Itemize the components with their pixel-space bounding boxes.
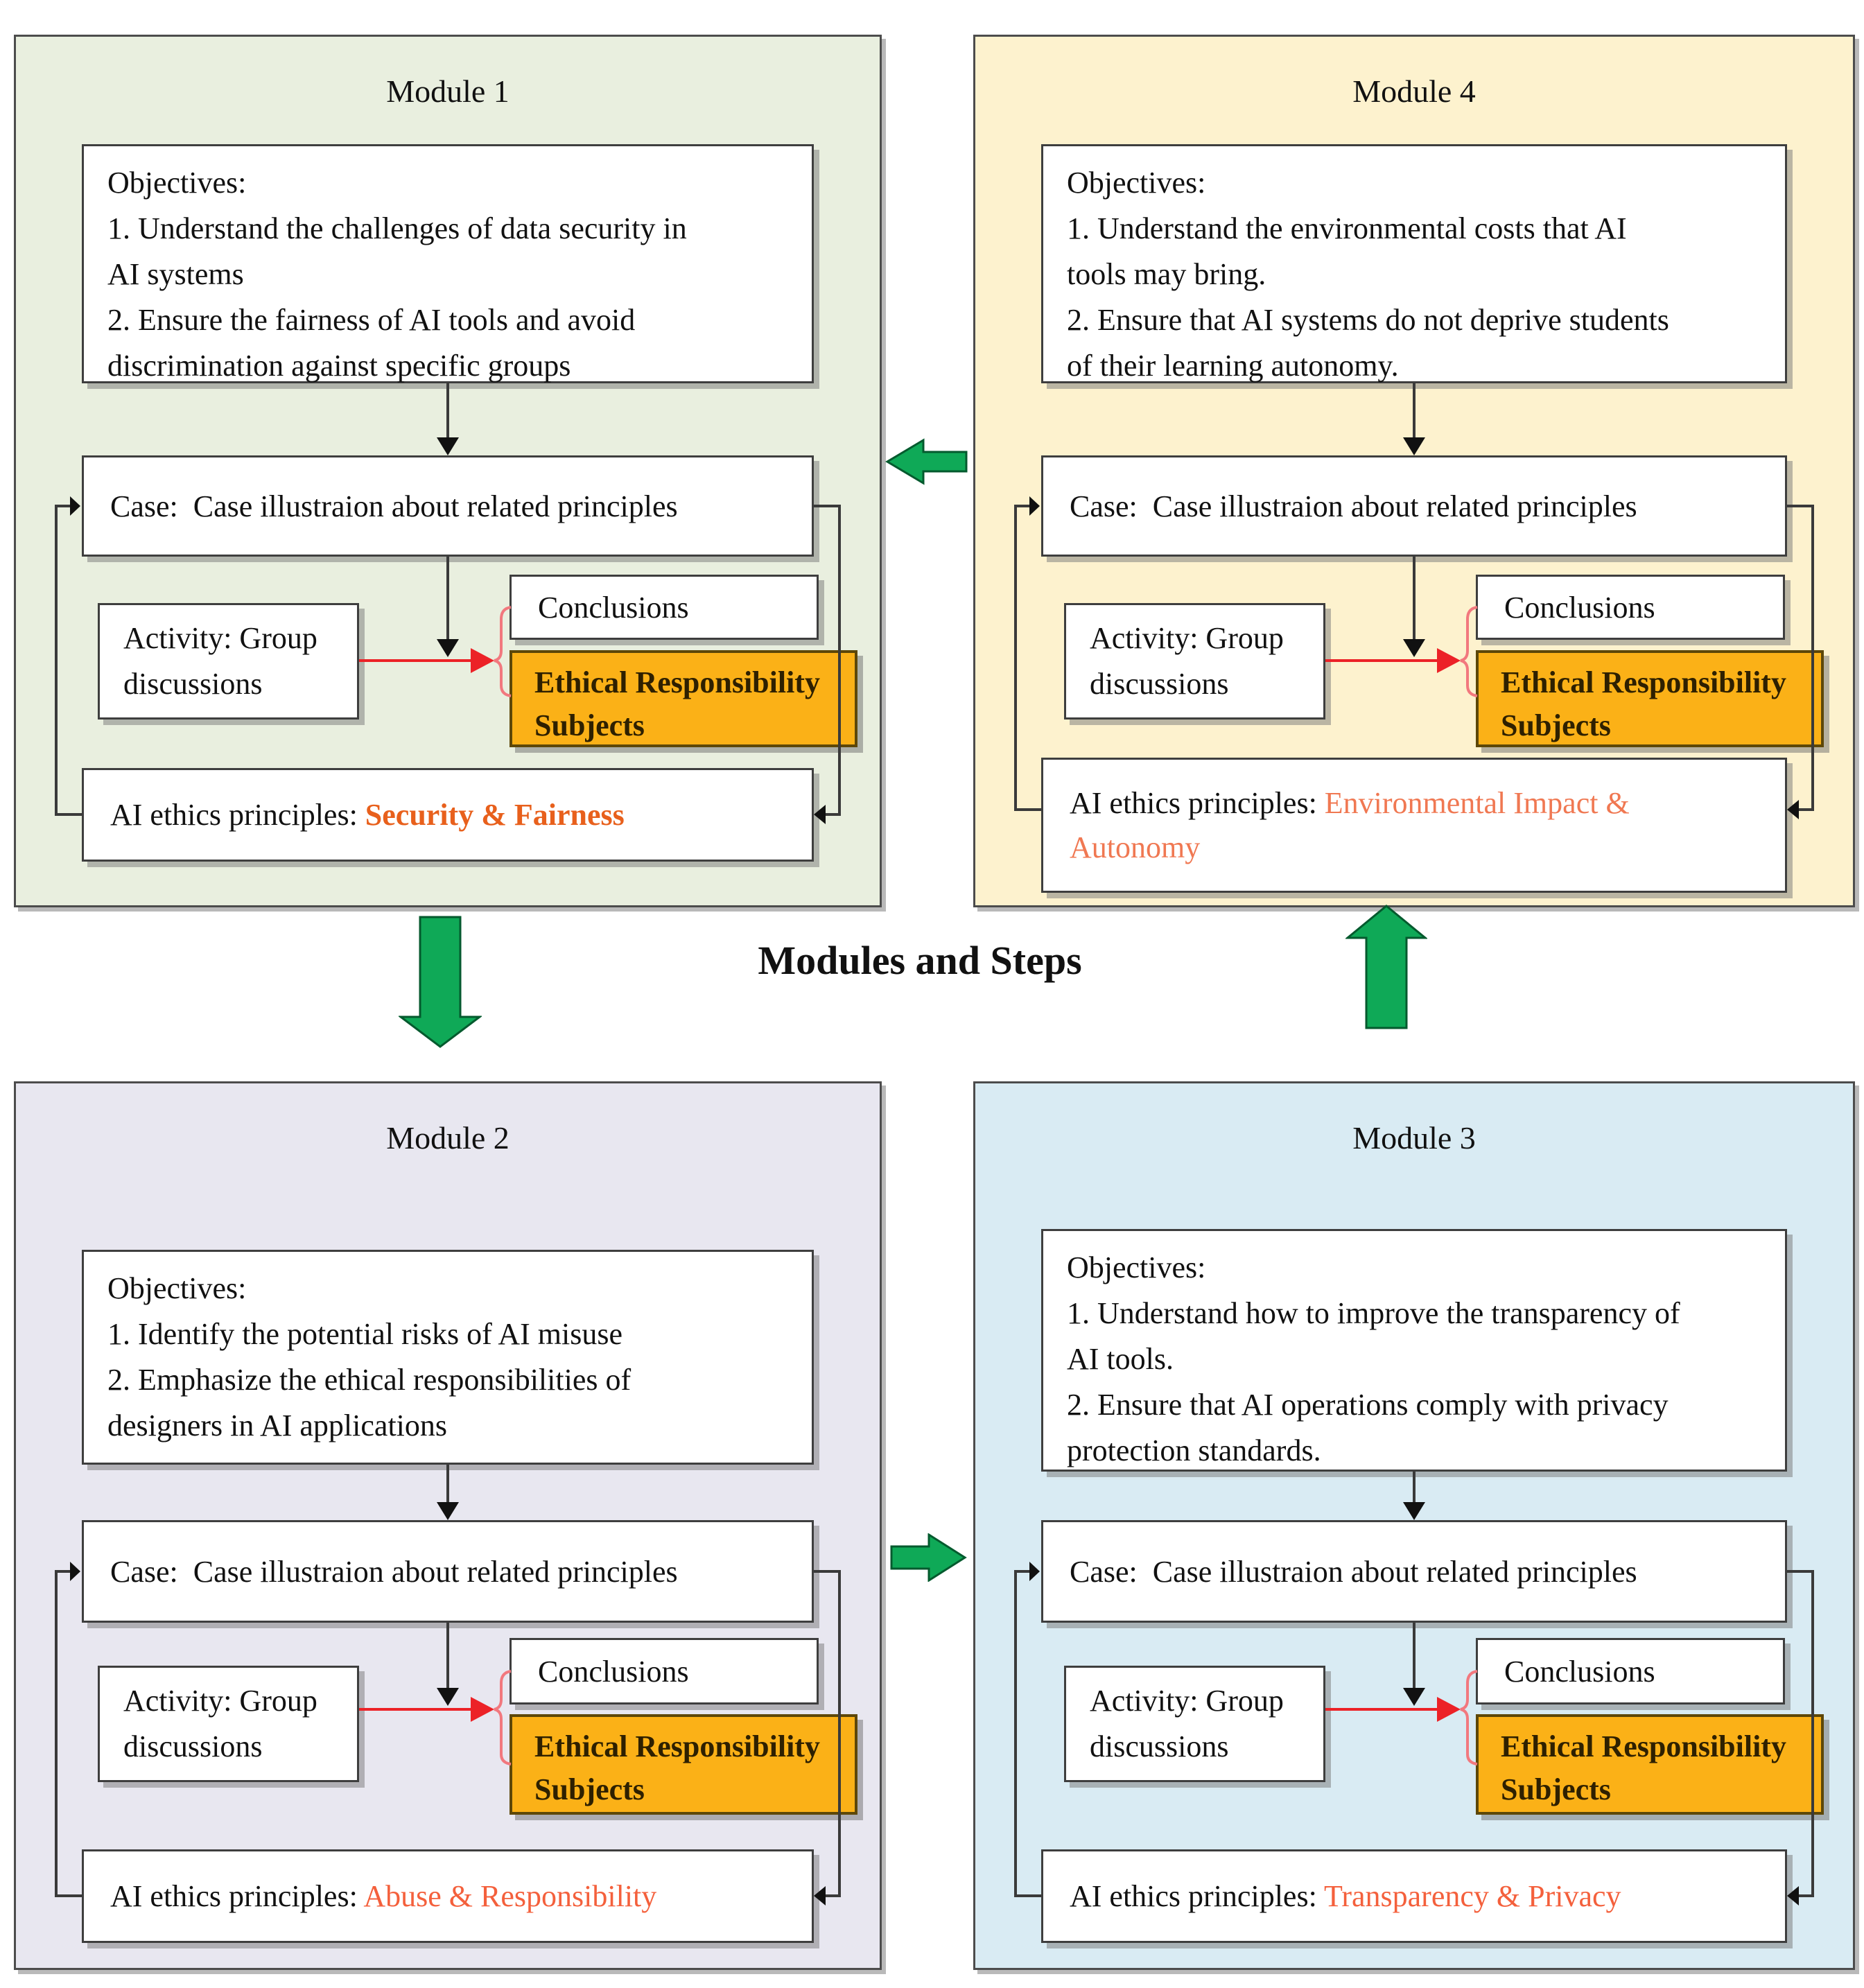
red-brace-icon <box>1460 606 1478 697</box>
module-3-principle: Transparency & Privacy <box>1324 1878 1621 1913</box>
module-2-principle: Abuse & Responsibility <box>363 1878 657 1913</box>
module-4-objectives-box: Objectives: 1. Understand the environmen… <box>1041 144 1787 383</box>
feedback-loop-left-icon <box>55 1562 82 1897</box>
module-4-principles-box: AI ethics principles: Environmental Impa… <box>1041 758 1787 893</box>
module-3-activity-box: Activity: Group discussions <box>1064 1666 1325 1782</box>
feedback-loop-left-icon <box>1014 1562 1041 1897</box>
principles-prefix: AI ethics principles: <box>110 797 365 832</box>
activity-red-arrow-icon <box>1325 1697 1461 1722</box>
green-arrow-module1-to-module2-icon <box>399 916 482 1048</box>
activity-red-arrow-icon <box>1325 648 1461 673</box>
figure-title: Modules and Steps <box>758 938 1082 983</box>
module-3-case-box: Case: Case illustraion about related pri… <box>1041 1520 1787 1623</box>
case-to-discussion-arrow-icon <box>1403 1623 1425 1706</box>
objectives-to-case-arrow-icon <box>437 1465 459 1520</box>
activity-red-arrow-icon <box>359 648 494 673</box>
principles-prefix: AI ethics principles: <box>110 1878 364 1913</box>
module-1-panel: Module 1 Objectives: 1. Understand the c… <box>14 35 882 907</box>
module-1-objectives-box: Objectives: 1. Understand the challenges… <box>82 144 814 383</box>
module-2-activity-box: Activity: Group discussions <box>98 1666 359 1782</box>
module-4-title: Module 4 <box>1352 73 1476 109</box>
case-to-discussion-arrow-icon <box>1403 557 1425 657</box>
module-3-ethical-responsibility-box: Ethical Responsibility Subjects <box>1476 1714 1824 1815</box>
feedback-loop-left-icon <box>1014 496 1041 811</box>
module-4-panel: Module 4 Objectives: 1. Understand the e… <box>973 35 1855 907</box>
red-brace-icon <box>1460 1670 1478 1765</box>
green-arrow-module3-to-module4-icon <box>1345 905 1427 1029</box>
module-2-title: Module 2 <box>386 1120 509 1156</box>
red-brace-icon <box>494 1670 512 1765</box>
red-brace-icon <box>494 606 512 697</box>
module-3-panel: Module 3 Objectives: 1. Understand how t… <box>973 1081 1855 1970</box>
module-4-principle: Environmental Impact & Autonomy <box>1070 785 1630 864</box>
objectives-to-case-arrow-icon <box>1403 1472 1425 1520</box>
module-1-ethical-responsibility-box: Ethical Responsibility Subjects <box>509 650 857 747</box>
module-2-case-box: Case: Case illustraion about related pri… <box>82 1520 814 1623</box>
principles-prefix: AI ethics principles: <box>1070 1878 1324 1913</box>
module-1-conclusions-box: Conclusions <box>509 575 819 640</box>
module-2-objectives-box: Objectives: 1. Identify the potential ri… <box>82 1250 814 1465</box>
module-3-objectives-box: Objectives: 1. Understand how to improve… <box>1041 1229 1787 1472</box>
module-1-principle: Security & Fairness <box>365 797 625 832</box>
module-4-activity-box: Activity: Group discussions <box>1064 603 1325 720</box>
module-2-ethical-responsibility-box: Ethical Responsibility Subjects <box>509 1714 857 1815</box>
module-1-principles-box: AI ethics principles: Security & Fairnes… <box>82 768 814 862</box>
objectives-to-case-arrow-icon <box>437 383 459 455</box>
module-3-title: Module 3 <box>1352 1120 1476 1156</box>
module-3-conclusions-box: Conclusions <box>1476 1638 1785 1704</box>
module-2-conclusions-box: Conclusions <box>509 1638 819 1704</box>
green-arrow-module4-to-module1-icon <box>885 438 968 485</box>
case-to-discussion-arrow-icon <box>437 1623 459 1706</box>
activity-red-arrow-icon <box>359 1697 494 1722</box>
principles-prefix: AI ethics principles: <box>1070 785 1325 820</box>
module-2-panel: Module 2 Objectives: 1. Identify the pot… <box>14 1081 882 1970</box>
feedback-loop-left-icon <box>55 496 82 816</box>
objectives-to-case-arrow-icon <box>1403 383 1425 455</box>
module-4-case-box: Case: Case illustraion about related pri… <box>1041 455 1787 557</box>
module-4-ethical-responsibility-box: Ethical Responsibility Subjects <box>1476 650 1824 747</box>
module-1-title: Module 1 <box>386 73 509 109</box>
case-to-discussion-arrow-icon <box>437 557 459 657</box>
module-1-case-box: Case: Case illustraion about related pri… <box>82 455 814 557</box>
green-arrow-module2-to-module3-icon <box>890 1533 967 1582</box>
module-4-conclusions-box: Conclusions <box>1476 575 1785 640</box>
module-1-activity-box: Activity: Group discussions <box>98 603 359 720</box>
module-2-principles-box: AI ethics principles: Abuse & Responsibi… <box>82 1849 814 1943</box>
module-3-principles-box: AI ethics principles: Transparency & Pri… <box>1041 1849 1787 1943</box>
